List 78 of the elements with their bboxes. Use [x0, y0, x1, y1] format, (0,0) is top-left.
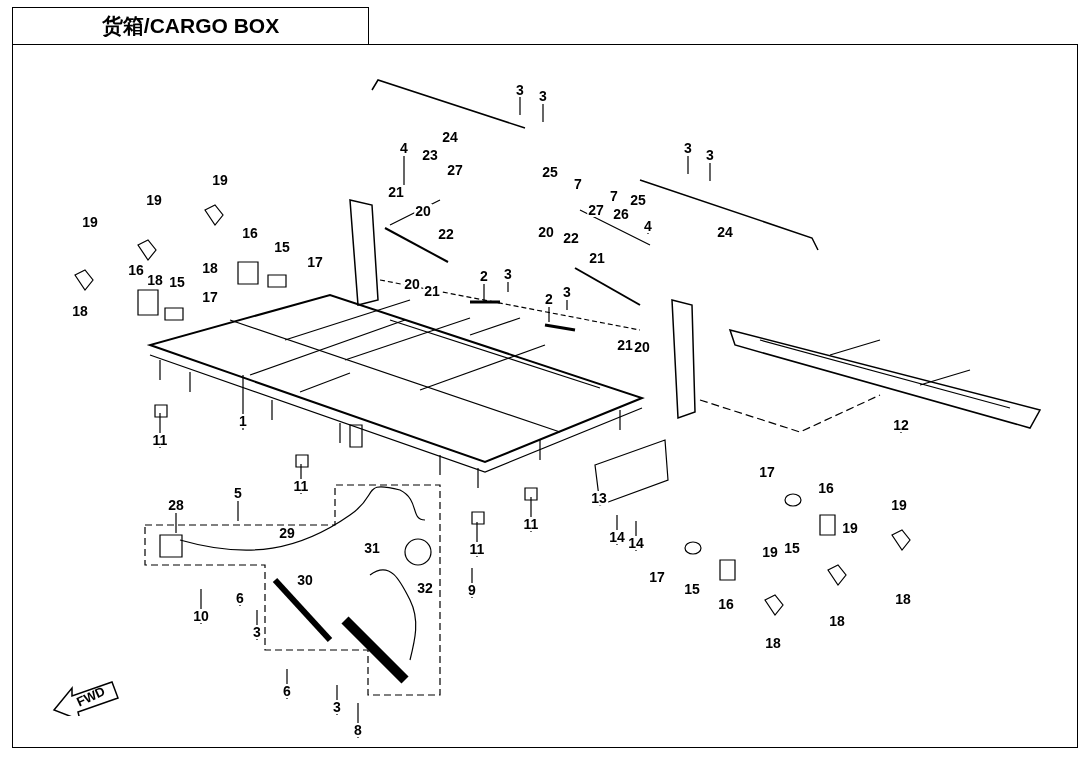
callout-number: 12 [892, 418, 910, 432]
callout-number: 1 [238, 414, 248, 428]
callout-number: 15 [273, 240, 291, 254]
title: 货箱/CARGO BOX [101, 13, 280, 39]
callout-number: 16 [817, 481, 835, 495]
callout-number: 24 [716, 225, 734, 239]
callout-number: 16 [717, 597, 735, 611]
callout-number: 3 [503, 267, 513, 281]
callout-number: 19 [145, 193, 163, 207]
callout-number: 2 [479, 269, 489, 283]
callout-number: 14 [608, 530, 626, 544]
callout-number: 4 [643, 219, 653, 233]
callout-number: 28 [167, 498, 185, 512]
callout-number: 6 [282, 684, 292, 698]
callout-number: 20 [414, 204, 432, 218]
callout-number: 11 [151, 433, 169, 447]
callout-number: 18 [71, 304, 89, 318]
callout-number: 6 [235, 591, 245, 605]
callout-number: 17 [201, 290, 219, 304]
callout-number: 18 [828, 614, 846, 628]
callout-number: 20 [403, 277, 421, 291]
callout-number: 19 [211, 173, 229, 187]
callout-number: 32 [416, 581, 434, 595]
callout-number: 16 [241, 226, 259, 240]
callout-number: 11 [468, 542, 486, 556]
callout-number: 16 [127, 263, 145, 277]
callout-number: 20 [537, 225, 555, 239]
callout-number: 3 [562, 285, 572, 299]
callout-number: 13 [590, 491, 608, 505]
callout-number: 24 [441, 130, 459, 144]
callout-number: 19 [81, 215, 99, 229]
callout-number: 18 [764, 636, 782, 650]
callout-number: 31 [363, 541, 381, 555]
callout-number: 22 [562, 231, 580, 245]
callout-number: 9 [467, 583, 477, 597]
callout-number: 22 [437, 227, 455, 241]
callout-number: 3 [332, 700, 342, 714]
callout-number: 15 [168, 275, 186, 289]
callout-number: 29 [278, 526, 296, 540]
callout-number: 15 [783, 541, 801, 555]
callout-number: 3 [515, 83, 525, 97]
callout-number: 30 [296, 573, 314, 587]
callout-number: 7 [573, 177, 583, 191]
callout-number: 19 [761, 545, 779, 559]
callout-number: 5 [233, 486, 243, 500]
callout-number: 21 [423, 284, 441, 298]
callout-number: 3 [252, 625, 262, 639]
callout-number: 18 [894, 592, 912, 606]
callout-number: 20 [633, 340, 651, 354]
callout-number: 3 [705, 148, 715, 162]
callout-number: 7 [609, 189, 619, 203]
callout-number: 21 [588, 251, 606, 265]
callout-number: 10 [192, 609, 210, 623]
direction-arrow: FWD [52, 680, 120, 716]
callout-number: 14 [627, 536, 645, 550]
callout-number: 11 [522, 517, 540, 531]
callout-number: 18 [201, 261, 219, 275]
callout-number: 27 [587, 203, 605, 217]
callout-number: 18 [146, 273, 164, 287]
callout-number: 19 [841, 521, 859, 535]
callout-number: 2 [544, 292, 554, 306]
callout-number: 17 [758, 465, 776, 479]
callout-number: 25 [629, 193, 647, 207]
callout-number: 23 [421, 148, 439, 162]
callout-number: 27 [446, 163, 464, 177]
callout-number: 3 [683, 141, 693, 155]
callout-number: 11 [292, 479, 310, 493]
callout-number: 17 [648, 570, 666, 584]
callout-number: 25 [541, 165, 559, 179]
callout-number: 15 [683, 582, 701, 596]
callout-number: 21 [387, 185, 405, 199]
callout-number: 19 [890, 498, 908, 512]
callout-number: 8 [353, 723, 363, 737]
callout-number: 26 [612, 207, 630, 221]
callout-number: 3 [538, 89, 548, 103]
callout-number: 4 [399, 141, 409, 155]
callout-number: 21 [616, 338, 634, 352]
callout-number: 17 [306, 255, 324, 269]
